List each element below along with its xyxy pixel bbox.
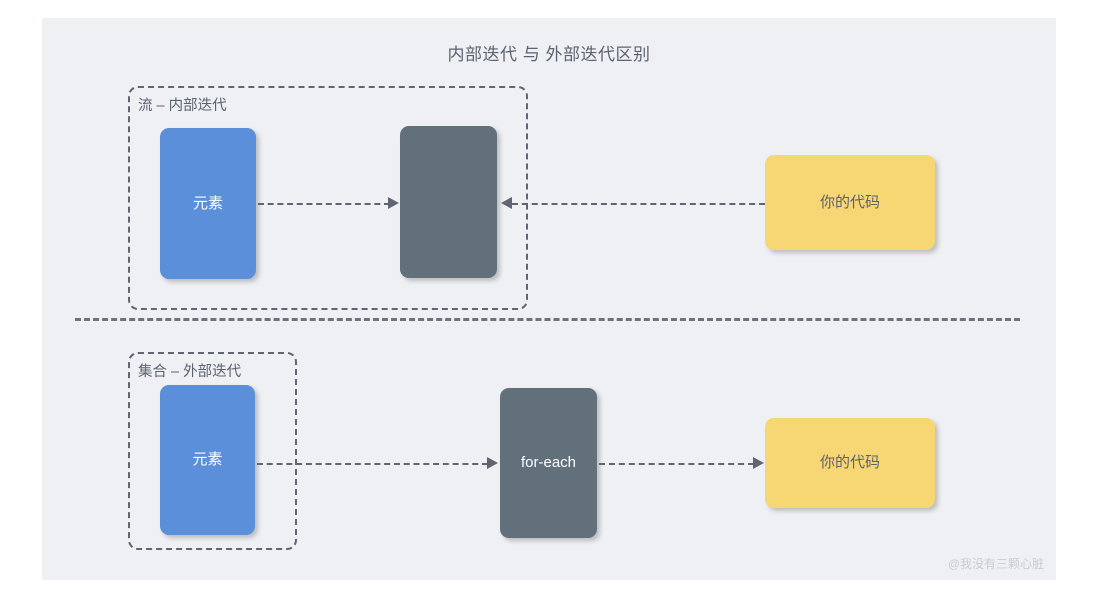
arrow-line-your-code-to-op: [512, 203, 765, 205]
node-internal-element-label: 元素: [192, 194, 223, 212]
diagram-canvas: 内部迭代 与 外部迭代区别 流 – 内部迭代 元素 你的代码 集合 – 外部迭代…: [42, 18, 1056, 580]
node-external-for-each[interactable]: for-each: [500, 388, 597, 538]
arrow-head-element-to-foreach: [487, 457, 498, 469]
group-label-external-iteration: 集合 – 外部迭代: [136, 360, 244, 381]
arrow-line-foreach-to-your-code: [599, 463, 754, 465]
node-internal-element[interactable]: 元素: [160, 128, 256, 279]
watermark: @我没有三颗心脏: [947, 557, 1044, 571]
arrow-line-element-to-foreach: [257, 463, 488, 465]
section-divider: [75, 318, 1020, 321]
node-internal-stream-op[interactable]: [400, 126, 497, 278]
node-internal-your-code-label: 你的代码: [819, 193, 880, 211]
arrow-line-element-to-op: [258, 203, 390, 205]
arrow-head-element-to-op: [388, 197, 399, 209]
node-internal-your-code[interactable]: 你的代码: [765, 155, 935, 250]
group-box-internal-iteration: [128, 86, 528, 310]
node-external-your-code[interactable]: 你的代码: [765, 418, 935, 508]
arrow-head-your-code-to-op: [501, 197, 512, 209]
group-box-external-iteration: [128, 352, 297, 550]
page-title: 内部迭代 与 外部迭代区别: [447, 45, 651, 64]
node-external-element-label: 元素: [192, 451, 223, 468]
arrow-head-foreach-to-your-code: [753, 457, 764, 469]
node-external-for-each-label: for-each: [520, 454, 577, 471]
group-label-internal-iteration: 流 – 内部迭代: [136, 94, 229, 115]
node-external-element[interactable]: 元素: [160, 385, 255, 535]
node-external-your-code-label: 你的代码: [819, 454, 880, 471]
